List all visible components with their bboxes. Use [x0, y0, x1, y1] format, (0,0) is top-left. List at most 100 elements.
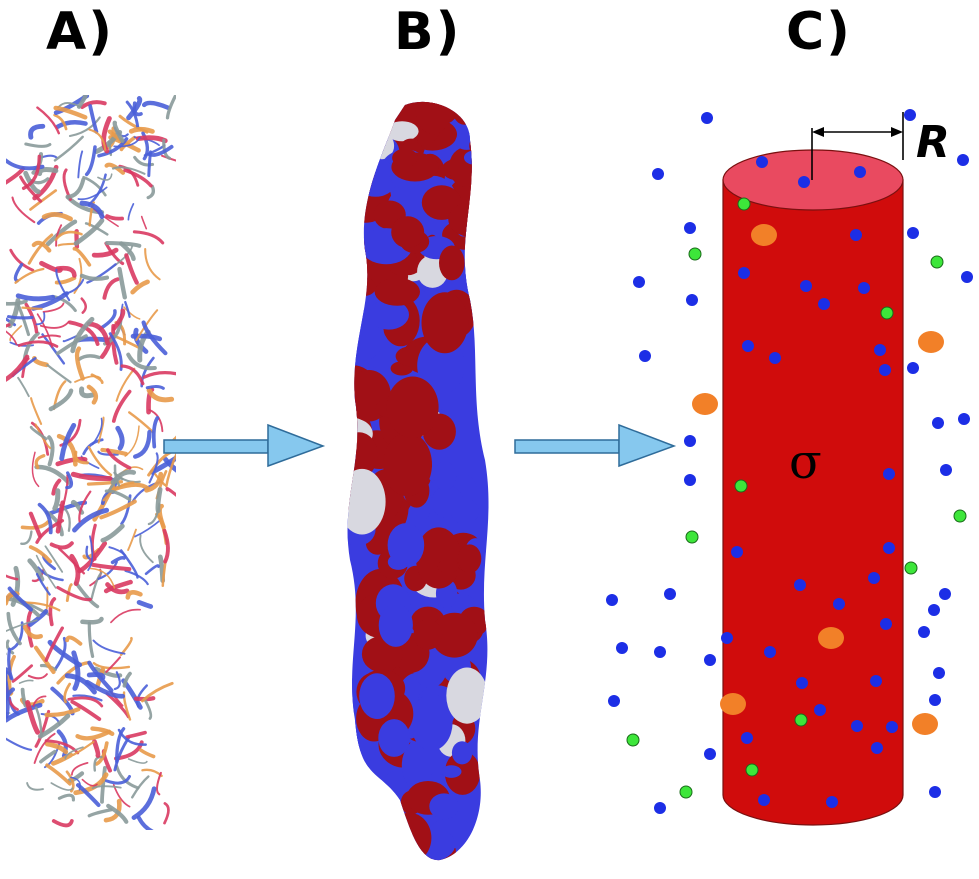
ribbon-segment — [46, 363, 72, 384]
ribbon-segment — [34, 464, 72, 485]
ribbon-segment — [55, 120, 88, 129]
ribbon-segment — [50, 782, 74, 791]
surface-charge-label: σ — [789, 434, 822, 490]
counterion-blue — [879, 364, 891, 376]
surface-patch — [450, 498, 479, 525]
counterion-blue — [907, 227, 919, 239]
ribbon-segment — [57, 547, 86, 575]
surface-patch — [374, 810, 398, 827]
ribbon-segment — [65, 177, 86, 199]
radius-indicator — [811, 112, 904, 180]
ribbon-segment — [115, 764, 140, 790]
counterion-blue — [764, 646, 776, 658]
surface-patch — [441, 765, 462, 778]
ribbon-segment — [80, 100, 107, 109]
ribbon-segment — [111, 308, 126, 331]
ribbon-segment — [105, 656, 121, 673]
ribbon-segment — [28, 545, 53, 564]
ribbon-segment — [44, 739, 80, 755]
counterion-blue — [633, 276, 645, 288]
panel-label-b: B) — [394, 2, 462, 62]
counterion-blue — [928, 604, 940, 616]
ribbon-segment — [97, 560, 118, 580]
surface-patch — [347, 405, 355, 429]
counterion-blue — [794, 579, 806, 591]
ribbon-segment — [88, 128, 107, 151]
ribbon-segment — [6, 667, 9, 690]
ribbon-segment — [57, 793, 75, 802]
ribbon-segment — [141, 100, 171, 111]
ribbon-segment — [22, 624, 43, 640]
ribbon-segment — [6, 737, 33, 751]
surface-patch — [375, 801, 406, 841]
ribbon-segment — [105, 582, 130, 595]
ribbon-segment — [86, 384, 99, 405]
ribbon-segment — [77, 186, 108, 201]
counterion-blue — [870, 675, 882, 687]
surface-patch — [467, 111, 489, 136]
ribbon-segment — [88, 104, 99, 134]
ribbon-segment — [140, 215, 148, 230]
ribbon-segment — [28, 123, 46, 140]
ribbon-segment — [50, 686, 75, 716]
protein-ribbon-structure — [6, 95, 176, 830]
ribbon-segment — [21, 306, 43, 310]
counterion-blue — [883, 542, 895, 554]
counterion-blue — [818, 298, 830, 310]
counterion-blue — [833, 598, 845, 610]
surface-patch — [359, 673, 395, 719]
ribbon-segment — [90, 726, 115, 736]
ribbon-segment — [32, 695, 47, 707]
ribbon-segment — [9, 248, 35, 272]
surface-patch — [433, 461, 457, 491]
ribbon-segment — [6, 330, 18, 346]
ribbon-segment — [52, 488, 61, 511]
ribbon-segment — [51, 819, 74, 828]
ribbon-segment — [141, 768, 163, 778]
ribbon-segment — [87, 445, 113, 477]
ribbon-segment — [18, 679, 34, 684]
ribbon-segment — [74, 450, 89, 465]
surface-patch — [444, 750, 481, 795]
ribbon-segment — [6, 687, 15, 718]
ribbon-segment — [75, 729, 112, 741]
counterion-blue — [800, 280, 812, 292]
surface-patch — [464, 150, 483, 165]
ribbon-segment — [34, 423, 52, 450]
ribbon-segment — [63, 682, 72, 704]
ribbon-segment — [6, 680, 10, 719]
ribbon-segment — [68, 116, 101, 138]
ribbon-segment — [102, 481, 135, 502]
ribbon-segment — [70, 316, 95, 354]
surface-patch — [415, 101, 451, 135]
ribbon-segment — [92, 639, 126, 655]
surface-patch — [378, 603, 413, 647]
counterion-blue — [918, 626, 930, 638]
counterion-blue — [880, 618, 892, 630]
ribbon-segment — [87, 808, 113, 818]
ribbon-segment — [65, 635, 83, 646]
surface-patch — [437, 559, 460, 573]
ribbon-segment — [117, 266, 127, 300]
ribbon-segment — [91, 562, 132, 572]
ribbon-segment — [133, 429, 152, 459]
ribbon-segment — [105, 214, 124, 221]
ribbon-segment — [47, 435, 55, 467]
surface-patch — [421, 292, 469, 354]
ion-green — [930, 255, 944, 269]
ribbon-segment — [36, 106, 60, 135]
ribbon-segment — [147, 502, 161, 526]
ribbon-segment — [42, 302, 65, 313]
ribbon-segment — [72, 694, 103, 702]
ribbon-segment — [134, 518, 163, 538]
ribbon-segment — [54, 636, 67, 670]
ribbon-segment — [24, 142, 52, 148]
ribbon-segment — [125, 590, 143, 600]
ribbon-segment — [44, 707, 81, 718]
surface-patch — [439, 245, 465, 281]
ribbon-segment — [10, 621, 24, 651]
ribbon-segment — [71, 650, 81, 691]
ribbon-segment — [71, 762, 89, 776]
ribbon-segment — [44, 545, 64, 573]
counterion-blue — [738, 267, 750, 279]
